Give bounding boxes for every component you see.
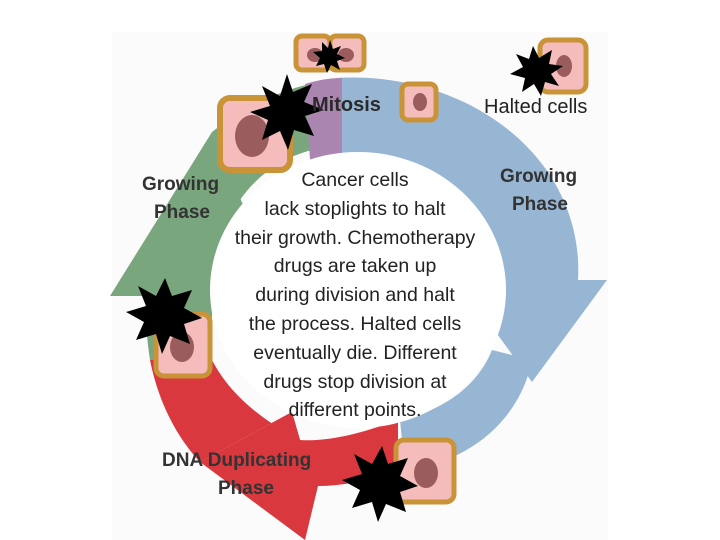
dna-phase-label-line1: DNA Duplicating [162, 450, 311, 472]
center-text-line: eventually die. Different [205, 339, 505, 368]
center-text-line: the process. Halted cells [205, 310, 505, 339]
growing-phase-left-label-line2: Phase [154, 202, 210, 224]
mitosis-arc [305, 78, 342, 160]
center-text-line: their growth. Chemotherapy [205, 224, 505, 253]
growing-phase-right-label-line2: Phase [512, 194, 568, 216]
center-description: Cancer cells lack stoplights to halt the… [205, 166, 505, 425]
dna-phase-label-line2: Phase [218, 478, 274, 500]
cell-icon [402, 84, 436, 120]
center-text-line: different points. [205, 396, 505, 425]
mitosis-label: Mitosis [312, 94, 381, 117]
center-text-line: drugs stop division at [205, 368, 505, 397]
halted-cells-label: Halted cells [484, 96, 587, 119]
center-text-line: Cancer cells [205, 166, 505, 195]
center-text-line: during division and halt [205, 281, 505, 310]
center-text-line: drugs are taken up [205, 252, 505, 281]
growing-phase-right-label-line1: Growing [500, 166, 577, 188]
cell-icon [396, 440, 454, 502]
center-text-line: lack stoplights to halt [205, 195, 505, 224]
